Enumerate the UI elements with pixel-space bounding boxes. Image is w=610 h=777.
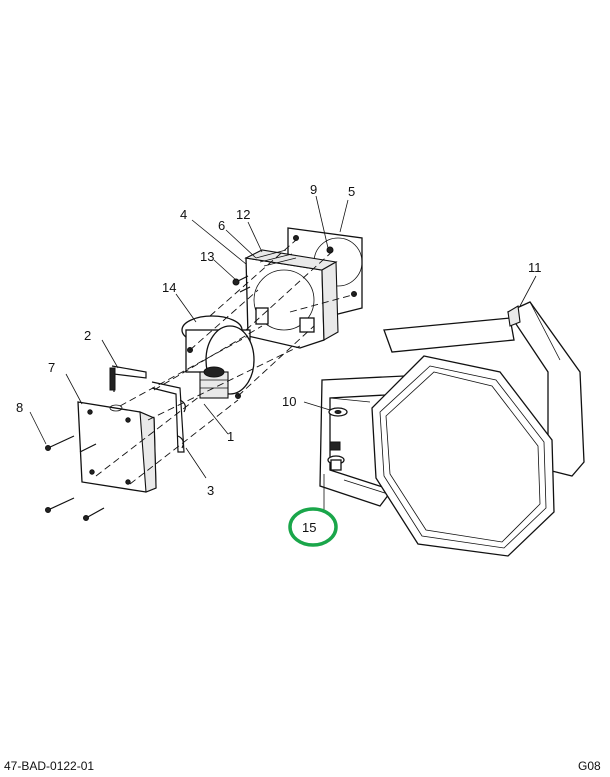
octagon-mirror [371, 355, 555, 557]
callout-9: 9 [310, 182, 317, 197]
callout-6: 6 [218, 218, 225, 233]
assembly-lines [95, 239, 357, 485]
sheet-code: G08 [578, 759, 601, 773]
callout-8: 8 [16, 400, 23, 415]
cover-plate [77, 401, 157, 493]
mirror-back-housing [507, 301, 585, 477]
drawing-number: 47-BAD-0122-01 [4, 759, 94, 773]
screw-8 [45, 435, 105, 521]
mirror-motor [181, 315, 255, 399]
retaining-clip-3 [151, 381, 186, 453]
callout-5: 5 [348, 184, 355, 199]
callout-1: 1 [227, 429, 234, 444]
callout-13: 13 [200, 249, 214, 264]
leader-lines [29, 195, 537, 512]
highlight-circle [288, 507, 338, 547]
callout-4: 4 [180, 207, 187, 222]
washer-10 [328, 407, 348, 417]
retaining-clip-2 [109, 365, 147, 392]
callout-12: 12 [236, 207, 250, 222]
callout-11: 11 [528, 260, 542, 275]
callout-10: 10 [282, 394, 296, 409]
callout-15: 15 [302, 520, 316, 535]
callout-14: 14 [162, 280, 176, 295]
pivot-stud [327, 441, 345, 471]
callout-2: 2 [84, 328, 91, 343]
callout-3: 3 [207, 483, 214, 498]
callout-7: 7 [48, 360, 55, 375]
mirror-motor-housing [244, 249, 339, 349]
screw-13 [232, 275, 251, 293]
